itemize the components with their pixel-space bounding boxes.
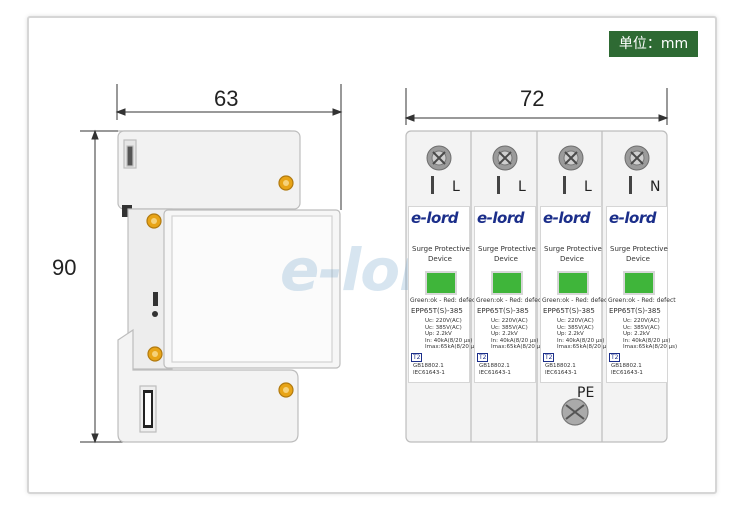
status-indicator	[557, 271, 589, 295]
spec-line: Uc: 220V(AC)	[623, 318, 660, 324]
terminal-label: L	[584, 179, 592, 195]
spec-line: Uc: 220V(AC)	[425, 318, 462, 324]
spec-line: In: 40kA(8/20 μs)	[623, 337, 671, 344]
status-legend: Green:ok - Red: defect	[410, 297, 478, 304]
dimension-90: 90	[52, 255, 77, 280]
spec-line: Up: 2.2kV	[557, 331, 584, 337]
model-number: EPP65T(S)-385	[477, 307, 529, 315]
spec-line: In: 40kA(8/20 μs)	[491, 337, 539, 344]
model-number: EPP65T(S)-385	[411, 307, 463, 315]
unit-badge: 单位：mm	[609, 31, 698, 57]
spec-line: Up: 2.2kV	[491, 331, 518, 337]
spec-line: Uc: 385V(AC)	[425, 324, 462, 331]
standard-1: GB18802.1	[413, 363, 444, 369]
terminal-screw-icon	[492, 145, 518, 194]
status-indicator	[491, 271, 523, 295]
spec-line: Uc: 220V(AC)	[491, 318, 528, 324]
dimension-line-side-width	[115, 84, 343, 210]
model-number: EPP65T(S)-385	[609, 307, 661, 315]
module-face: e-lord Surge Protective Device Green:ok …	[606, 206, 677, 383]
product-title: Surge Protective	[610, 245, 668, 253]
product-title: Surge Protective	[412, 245, 470, 253]
spd-module-2: L e-lord Surge Protective Device Green:o…	[472, 131, 545, 391]
spec-line: Imax:65kA(8/20 μs)	[557, 344, 612, 350]
status-legend: Green:ok - Red: defect	[476, 297, 544, 304]
standard-2: IEC61643-1	[545, 370, 577, 376]
spec-line: Imax:65kA(8/20 μs)	[623, 344, 678, 350]
standard-1: GB18802.1	[479, 363, 510, 369]
spd-module-1: L e-lord Surge Protective Device Green:o…	[406, 131, 479, 391]
module-face: e-lord Surge Protective Device Green:ok …	[540, 206, 611, 383]
class-badge: T2	[609, 353, 621, 362]
spec-line: Uc: 385V(AC)	[557, 324, 594, 331]
brand-logo: e-lord	[609, 209, 656, 227]
status-indicator	[425, 271, 457, 295]
class-badge: T2	[411, 353, 423, 362]
product-subtitle: Device	[626, 255, 650, 263]
module-face: e-lord Surge Protective Device Green:ok …	[408, 206, 479, 383]
dimension-72: 72	[520, 86, 545, 111]
spd-module-3: L e-lord Surge Protective Device Green:o…	[538, 131, 611, 391]
brand-logo: e-lord	[411, 209, 458, 227]
status-indicator	[623, 271, 655, 295]
spec-line: Uc: 385V(AC)	[491, 324, 528, 331]
standard-2: IEC61643-1	[413, 370, 445, 376]
terminal-screw-icon	[558, 145, 584, 194]
product-subtitle: Device	[560, 255, 584, 263]
product-subtitle: Device	[428, 255, 452, 263]
standard-2: IEC61643-1	[479, 370, 511, 376]
terminal-screw-icon	[426, 145, 452, 194]
side-view	[117, 130, 341, 443]
spd-module-4: N e-lord Surge Protective Device Green:o…	[604, 131, 677, 391]
terminal-label: L	[518, 179, 526, 195]
product-subtitle: Device	[494, 255, 518, 263]
spec-line: Imax:65kA(8/20 μs)	[425, 344, 480, 350]
spec-line: Imax:65kA(8/20 μs)	[491, 344, 546, 350]
brand-logo: e-lord	[543, 209, 590, 227]
dimension-63: 63	[214, 86, 239, 111]
dimension-line-front-width	[404, 88, 669, 125]
status-legend: Green:ok - Red: defect	[608, 297, 676, 304]
spec-line: In: 40kA(8/20 μs)	[557, 337, 605, 344]
dimension-line-height	[80, 129, 150, 444]
terminal-screw-icon	[624, 145, 650, 194]
standard-1: GB18802.1	[545, 363, 576, 369]
terminal-label: L	[452, 179, 460, 195]
module-face: e-lord Surge Protective Device Green:ok …	[474, 206, 545, 383]
spec-line: Uc: 220V(AC)	[557, 318, 594, 324]
class-badge: T2	[477, 353, 489, 362]
pe-label: PE	[577, 385, 595, 401]
brand-logo: e-lord	[477, 209, 524, 227]
class-badge: T2	[543, 353, 555, 362]
spec-line: Uc: 385V(AC)	[623, 324, 660, 331]
status-legend: Green:ok - Red: defect	[542, 297, 610, 304]
spec-line: Up: 2.2kV	[623, 331, 650, 337]
product-title: Surge Protective	[478, 245, 536, 253]
model-number: EPP65T(S)-385	[543, 307, 595, 315]
spec-line: Up: 2.2kV	[425, 331, 452, 337]
product-title: Surge Protective	[544, 245, 602, 253]
spec-line: In: 40kA(8/20 μs)	[425, 337, 473, 344]
standard-2: IEC61643-1	[611, 370, 643, 376]
standard-1: GB18802.1	[611, 363, 642, 369]
terminal-label: N	[650, 179, 661, 195]
